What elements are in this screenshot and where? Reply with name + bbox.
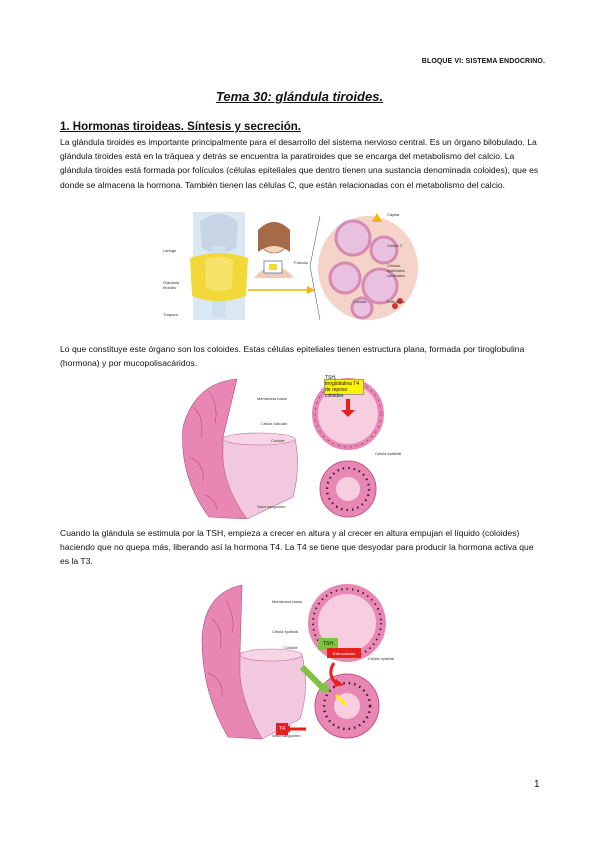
- paragraph-2: Lo que constituye este órgano son los co…: [60, 344, 525, 369]
- label-traquea: Tráquea: [163, 312, 178, 317]
- label-coloide-3: Coloide: [284, 645, 298, 650]
- paragraph-1: La glándula tiroides es importante princ…: [60, 137, 539, 190]
- label-membrana-3: Membrana basal: [272, 599, 302, 604]
- label-vaso-3: Vaso sanguíneo: [272, 733, 301, 738]
- page-header: BLOQUE VI: SISTEMA ENDOCRINO.: [421, 58, 545, 65]
- label-eritrocitos: Eritrocitos: [387, 299, 405, 304]
- section-title: 1. Hormonas tiroideas. Síntesis y secrec…: [60, 121, 301, 133]
- label-celulas-epiteliales: Células epiteliales coloidales: [387, 263, 405, 278]
- label-epitelial-3: Célula epitelial: [368, 656, 395, 661]
- label-foliculo: Folículo: [294, 260, 309, 265]
- label-membrana: Membrana basal: [257, 396, 287, 401]
- page-number: 1: [534, 779, 540, 790]
- label-laringe: Laringe: [163, 248, 177, 253]
- label-celula-folicular: Célula folicular: [261, 421, 288, 426]
- label-celula-c: Célula C: [387, 243, 403, 248]
- label-celula-3: Célula epitelial: [272, 629, 299, 634]
- tsh-tag: TSH, tiroglobulina T4 de reposo coloides: [324, 375, 364, 399]
- label-coloide: Coloide: [353, 299, 367, 304]
- paragraph-3: Cuando la glándula se estimula por la TS…: [60, 528, 534, 567]
- figure-thyroid-anatomy: Laringe Glándula tiroides Tráquea Capila…: [150, 208, 420, 328]
- label-celula-epitelial-2: Célula epitelial: [375, 451, 402, 456]
- stimulation-label: Estimulación: [327, 648, 361, 658]
- label-vaso: Vaso sanguíneo: [257, 504, 286, 509]
- figure-follicle-resting: TSH, tiroglobulina T4 de reposo coloides…: [175, 375, 415, 520]
- t4-label: T4: [276, 723, 288, 735]
- page-title: Tema 30: glándula tiroides.: [215, 89, 384, 104]
- label-capilar: Capilar: [387, 212, 400, 217]
- label-glandula: Glándula tiroides: [163, 280, 180, 290]
- figure-follicle-stimulated: TSH Estimulación T4 Membrana basal Célul…: [200, 583, 415, 743]
- label-coloide-2: Coloide: [271, 438, 285, 443]
- tsh-label: TSH: [318, 638, 338, 650]
